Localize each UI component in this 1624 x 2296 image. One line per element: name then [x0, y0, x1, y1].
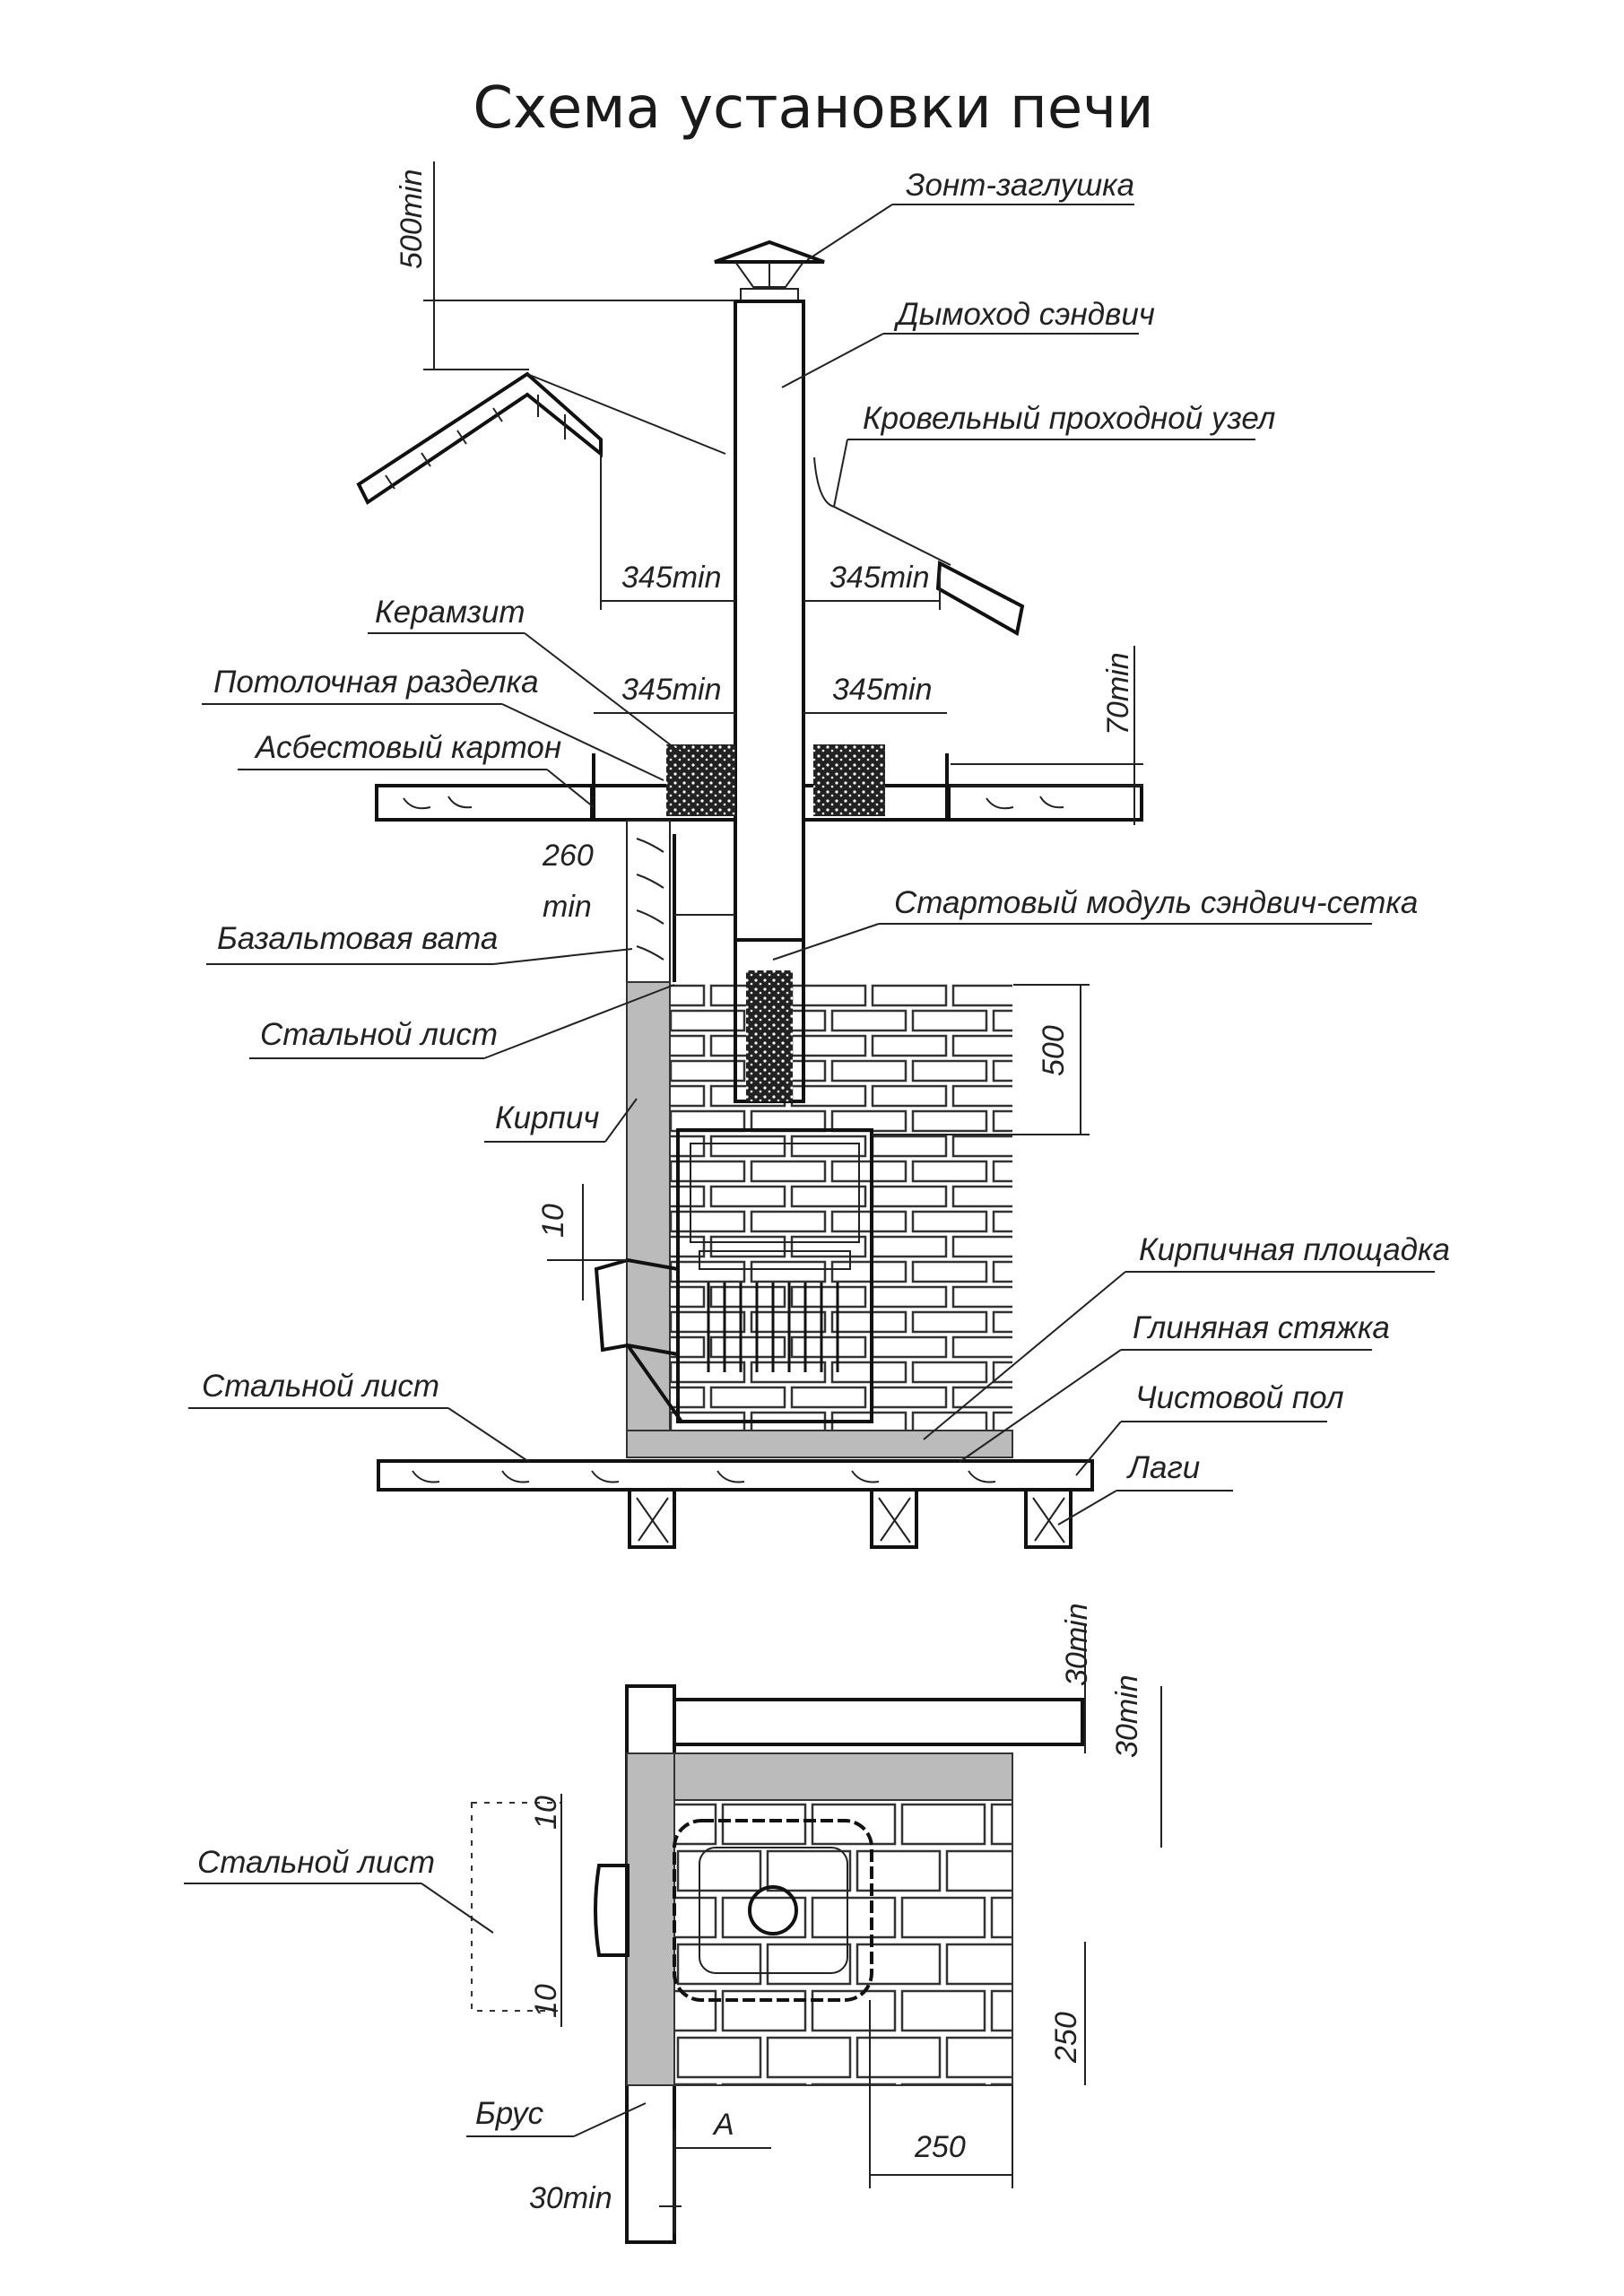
- ceiling-dimensions: 345min 345min 70min: [594, 646, 1143, 825]
- stove-plan: [673, 1819, 873, 2002]
- stove: [594, 1128, 873, 1423]
- label-finish-floor: Чистовой пол: [1135, 1380, 1344, 1415]
- plan-top-2-label: 30min: [1110, 1674, 1144, 1758]
- roof-clearance-dimensions: 345min 345min: [601, 561, 940, 602]
- page-title: Схема установки печи: [473, 75, 1153, 142]
- wall-gap-unit: min: [543, 890, 592, 924]
- label-steel-sheet-plan: Стальной лист: [197, 1845, 435, 1880]
- label-joists: Лаги: [1126, 1450, 1200, 1485]
- brick-platform: [626, 1430, 1013, 1458]
- label-steel-sheet-wall: Стальной лист: [260, 1017, 498, 1052]
- callouts: Зонт-заглушка Дымоход сэндвич Кровельный…: [184, 168, 1450, 2137]
- label-steel-sheet-floor: Стальной лист: [202, 1369, 439, 1404]
- roof: [356, 371, 1025, 637]
- wall-gap-value: 260: [542, 839, 594, 873]
- sandwich-chimney-pipe: [734, 300, 805, 942]
- label-basalt-wool: Базальтовая вата: [217, 921, 498, 956]
- module-height-dimension: 500: [872, 984, 1090, 1135]
- label-sandwich-chimney: Дымоход сэндвич: [893, 297, 1155, 332]
- module-height-label: 500: [1037, 1025, 1071, 1076]
- plan-side-top-label: 10: [529, 1796, 563, 1830]
- ceiling-right-label: 345min: [832, 673, 933, 707]
- roof-height-dimension: 500min: [395, 161, 735, 370]
- floor: [377, 1459, 1094, 1549]
- expanded-clay-right: [813, 744, 885, 816]
- expanded-clay-left: [666, 744, 735, 816]
- ceiling-left-label: 345min: [621, 673, 722, 707]
- label-brick: Кирпич: [495, 1100, 599, 1135]
- basalt-wall: 260 min: [542, 820, 735, 996]
- chimney-outlet: [748, 1885, 798, 1935]
- label-umbrella-cap: Зонт-заглушка: [906, 168, 1134, 203]
- label-asbestos-board: Асбестовый картон: [254, 730, 561, 765]
- plan-side-bottom-label: 10: [529, 1984, 563, 2018]
- label-start-module: Стартовый модуль сэндвич-сетка: [894, 885, 1418, 920]
- ceiling-height-label: 70min: [1101, 652, 1135, 735]
- roof-right-label: 345min: [829, 561, 930, 595]
- plan-top-1-label: 30min: [1060, 1603, 1094, 1686]
- label-roof-passage: Кровельный проходной узел: [863, 401, 1276, 436]
- label-clay-screed: Глиняная стяжка: [1133, 1310, 1390, 1345]
- roof-left-label: 345min: [621, 561, 722, 595]
- brick-column: [626, 981, 671, 1436]
- label-beam: Брус: [475, 2096, 544, 2131]
- plan-brick-vertical-label: 250: [1049, 2012, 1083, 2064]
- plan-brick-horizontal-label: 250: [914, 2130, 966, 2164]
- steel-sheet-plan: [471, 1802, 562, 2012]
- label-expanded-clay: Керамзит: [375, 595, 525, 630]
- door-offset-label: 10: [536, 1204, 570, 1238]
- umbrella-cap: [714, 239, 825, 302]
- plan-view: [471, 1623, 1162, 2244]
- plan-a-label: A: [712, 2108, 734, 2142]
- roof-height-label: 500min: [395, 169, 429, 269]
- door-offset-dimension: 10: [536, 1184, 628, 1300]
- plan-wall-gap-label: 30min: [529, 2181, 612, 2215]
- label-ceiling-cut: Потолочная разделка: [213, 665, 539, 700]
- brick-wall: [627, 982, 1012, 1435]
- label-brick-platform: Кирпичная площадка: [1139, 1232, 1450, 1267]
